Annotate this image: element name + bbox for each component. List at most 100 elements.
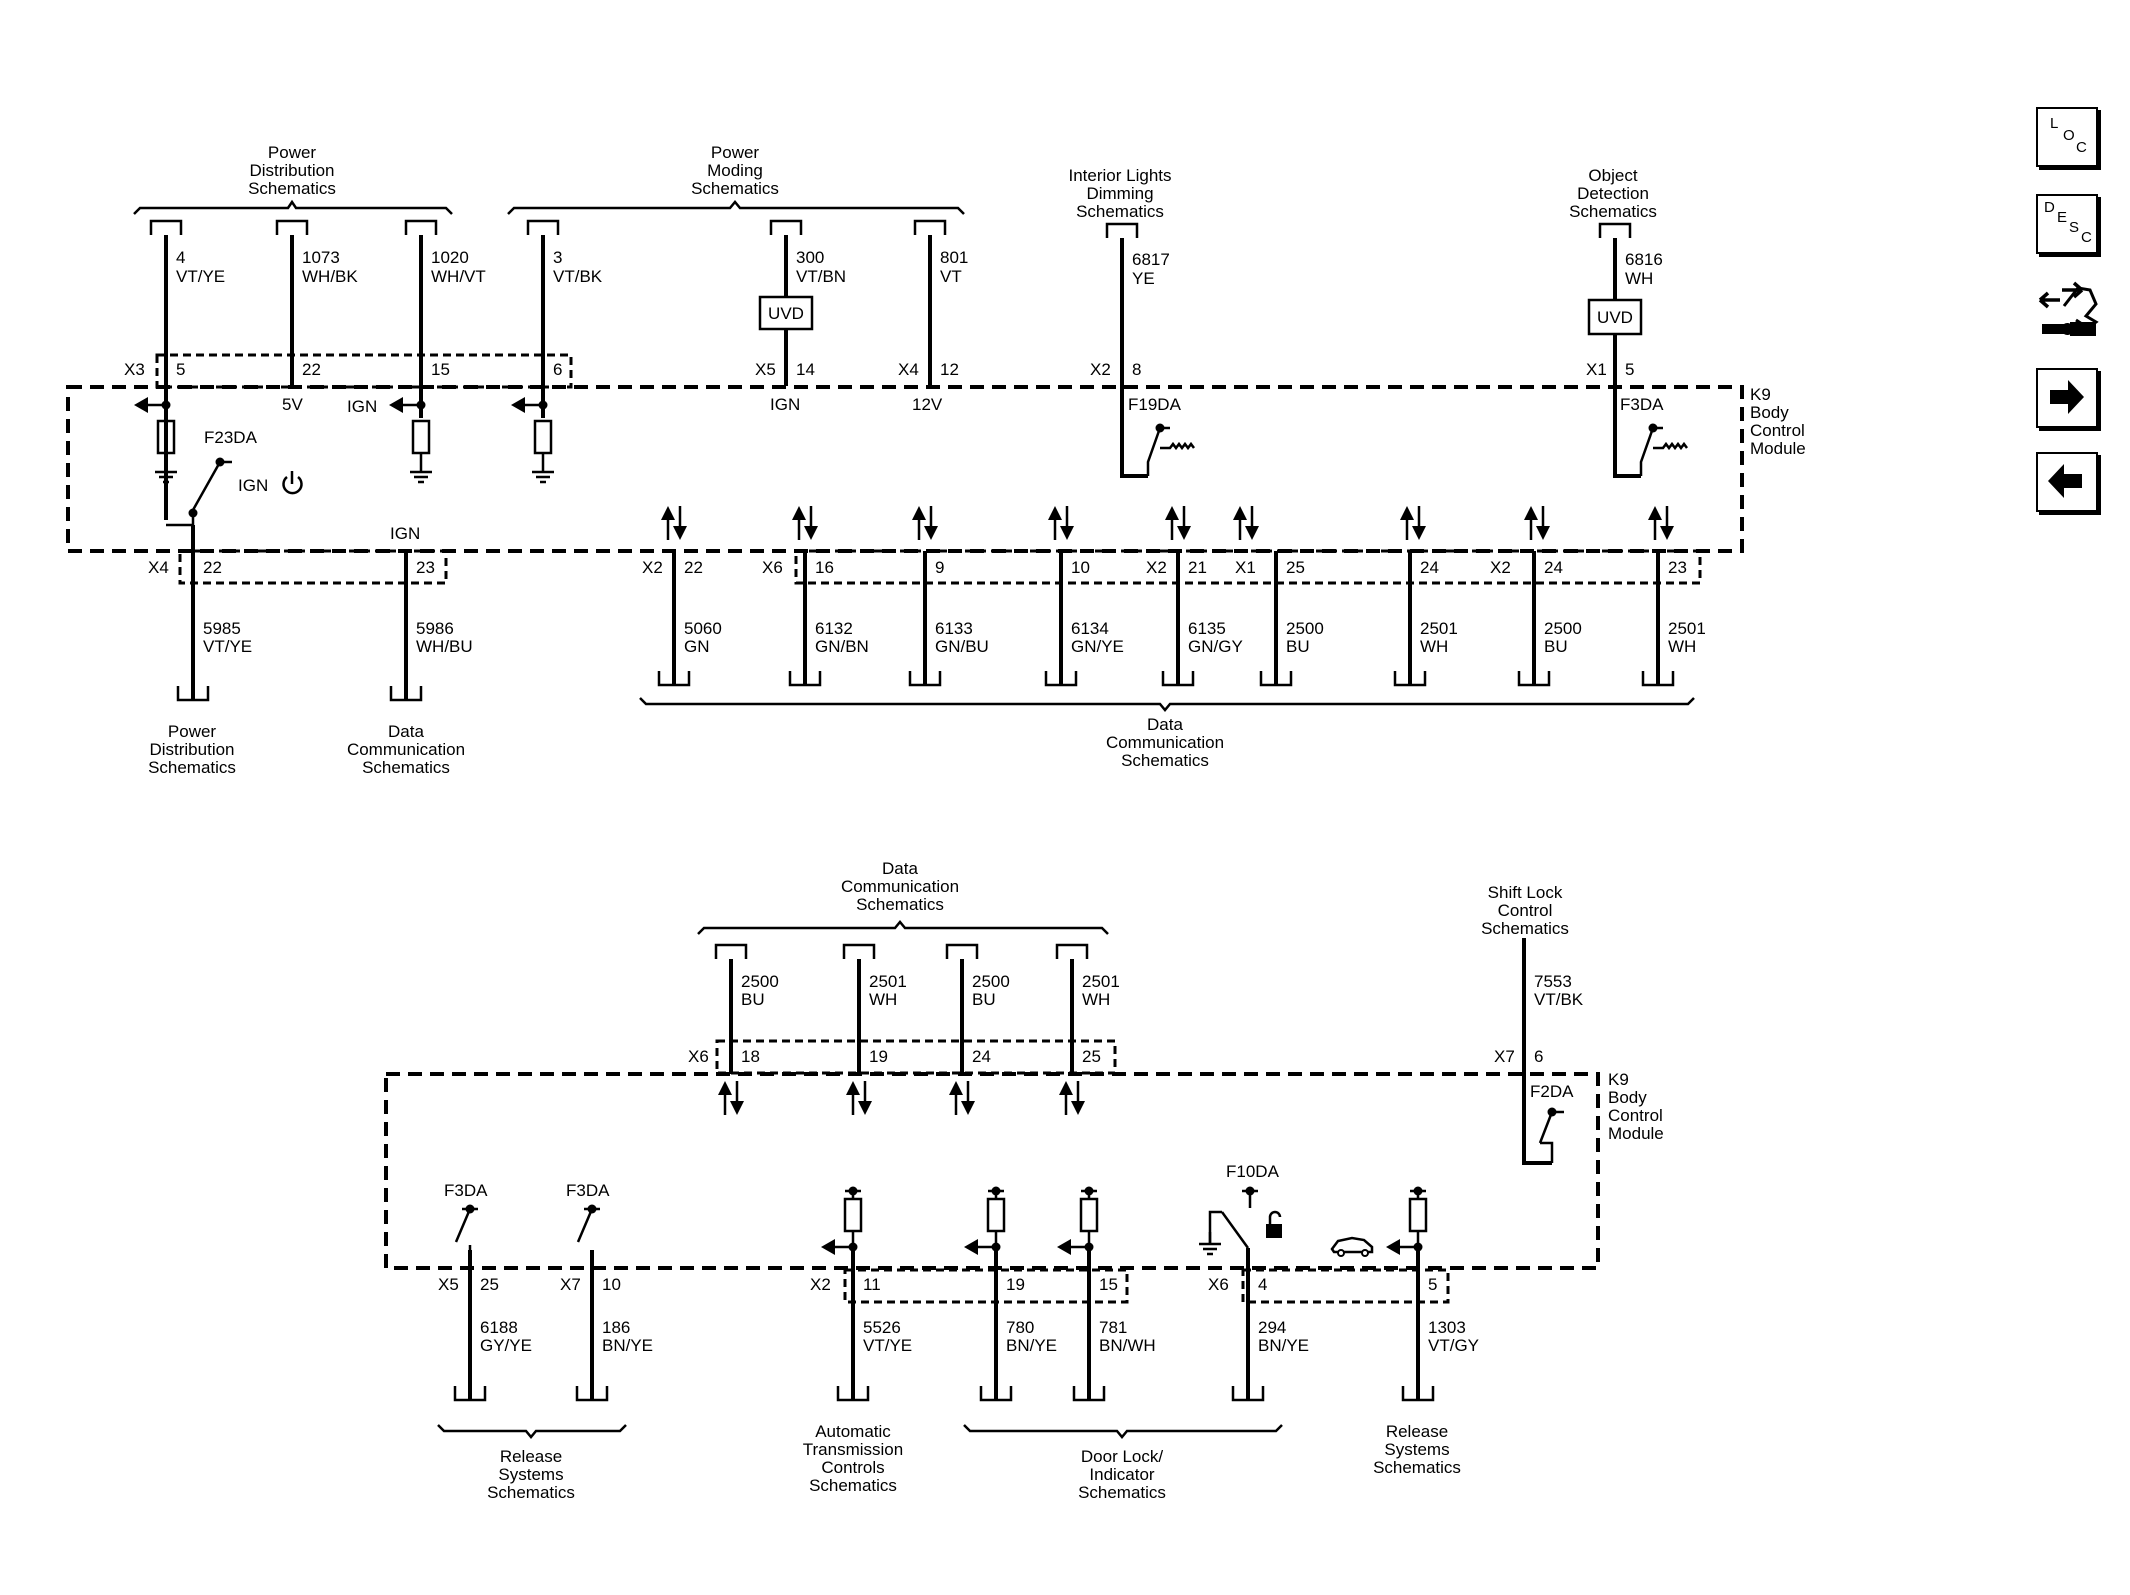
connector-x6-4-bottom bbox=[1241, 1268, 1450, 1304]
label-object-detection: Object Detection Schematics bbox=[1569, 166, 1657, 221]
wave-icon bbox=[1653, 441, 1688, 451]
desc-letter-d: D bbox=[2044, 199, 2055, 216]
svg-text:GN/BU: GN/BU bbox=[935, 637, 989, 656]
svg-text:Data: Data bbox=[882, 859, 918, 878]
dimming-wave-icon bbox=[1160, 441, 1195, 451]
svg-text:F3DA: F3DA bbox=[444, 1181, 488, 1200]
svg-text:VT/BK: VT/BK bbox=[1534, 990, 1584, 1009]
svg-text:WH: WH bbox=[1420, 637, 1448, 656]
svg-text:14: 14 bbox=[796, 360, 815, 379]
svg-text:X1: X1 bbox=[1586, 360, 1607, 379]
wire-6135: X2 21 6135 GN/GY bbox=[1146, 551, 1243, 687]
svg-text:6133: 6133 bbox=[935, 619, 973, 638]
svg-text:Systems: Systems bbox=[1384, 1440, 1449, 1459]
svg-text:Schematics: Schematics bbox=[148, 758, 236, 777]
connector-x2-bottom bbox=[843, 1268, 1129, 1304]
svg-text:X2: X2 bbox=[1490, 558, 1511, 577]
svg-text:7553: 7553 bbox=[1534, 972, 1572, 991]
svg-text:Schematics: Schematics bbox=[1078, 1483, 1166, 1502]
svg-text:Controls: Controls bbox=[821, 1458, 884, 1477]
svg-text:X4: X4 bbox=[898, 360, 919, 379]
svg-text:Release: Release bbox=[1386, 1422, 1448, 1441]
trunk-release-car-icon bbox=[1330, 1236, 1374, 1257]
svg-text:F10DA: F10DA bbox=[1226, 1162, 1280, 1181]
svg-text:6817: 6817 bbox=[1132, 250, 1170, 269]
svg-text:X7: X7 bbox=[560, 1275, 581, 1294]
previous-button[interactable] bbox=[2036, 452, 2098, 512]
svg-text:2501: 2501 bbox=[1420, 619, 1458, 638]
svg-text:Module: Module bbox=[1608, 1124, 1664, 1143]
svg-text:Schematics: Schematics bbox=[1121, 751, 1209, 770]
svg-text:VT: VT bbox=[940, 267, 962, 286]
svg-text:Control: Control bbox=[1750, 421, 1805, 440]
svg-text:WH/BU: WH/BU bbox=[416, 637, 473, 656]
svg-text:Dimming: Dimming bbox=[1086, 184, 1153, 203]
svg-text:300: 300 bbox=[796, 248, 824, 267]
svg-text:4: 4 bbox=[176, 248, 185, 267]
wire-7553: 7553 VT/BK X7 6 F2DA bbox=[1494, 938, 1584, 1165]
svg-text:Distribution: Distribution bbox=[249, 161, 334, 180]
svg-text:Power: Power bbox=[711, 143, 760, 162]
svg-text:Schematics: Schematics bbox=[809, 1476, 897, 1495]
svg-text:VT/YE: VT/YE bbox=[863, 1336, 912, 1355]
svg-text:4: 4 bbox=[1258, 1275, 1267, 1294]
svg-text:WH: WH bbox=[1625, 269, 1653, 288]
next-button[interactable] bbox=[2036, 368, 2098, 428]
wire-5986: 23 5986 WH/BU bbox=[389, 551, 473, 702]
bidir-arrows-top bbox=[659, 504, 1676, 542]
svg-text:5: 5 bbox=[1625, 360, 1634, 379]
svg-text:BU: BU bbox=[741, 990, 765, 1009]
wire-5060: X2 22 5060 GN bbox=[642, 551, 722, 687]
svg-text:VT/YE: VT/YE bbox=[203, 637, 252, 656]
svg-text:X3: X3 bbox=[124, 360, 145, 379]
label-door-lock: Door Lock/ Indicator Schematics bbox=[1078, 1447, 1166, 1502]
label-release-systems-2: Release Systems Schematics bbox=[1373, 1422, 1461, 1477]
desc-button[interactable]: D E S C bbox=[2036, 194, 2098, 254]
svg-text:WH/VT: WH/VT bbox=[431, 267, 486, 286]
svg-text:Schematics: Schematics bbox=[691, 179, 779, 198]
svg-text:BN/WH: BN/WH bbox=[1099, 1336, 1156, 1355]
wire-2501-d: 2501 WH 25 bbox=[1055, 943, 1120, 1074]
svg-text:WH: WH bbox=[1668, 637, 1696, 656]
uvd-box-6816 bbox=[1587, 298, 1643, 336]
connector-tool-button[interactable] bbox=[2034, 276, 2104, 342]
svg-text:VT/YE: VT/YE bbox=[176, 267, 225, 286]
svg-text:VT/GY: VT/GY bbox=[1428, 1336, 1479, 1355]
wire-2501-c: 2501 WH 19 bbox=[842, 943, 907, 1074]
wire-6132: X6 16 6132 GN/BN bbox=[762, 551, 869, 687]
svg-text:BN/YE: BN/YE bbox=[1258, 1336, 1309, 1355]
svg-text:Communication: Communication bbox=[347, 740, 465, 759]
bracket-data-comm-top bbox=[639, 697, 1695, 712]
svg-text:X6: X6 bbox=[688, 1047, 709, 1066]
svg-text:F3DA: F3DA bbox=[566, 1181, 610, 1200]
wire-3: 3 VT/BK 6 bbox=[509, 219, 603, 484]
loc-button[interactable]: L O C bbox=[2036, 107, 2098, 167]
wire-1073: 1073 WH/BK 22 5V bbox=[275, 219, 358, 414]
svg-text:1073: 1073 bbox=[302, 248, 340, 267]
svg-text:5985: 5985 bbox=[203, 619, 241, 638]
svg-text:2501: 2501 bbox=[869, 972, 907, 991]
svg-text:Schematics: Schematics bbox=[1373, 1458, 1461, 1477]
svg-text:2500: 2500 bbox=[1544, 619, 1582, 638]
wire-780: 19 780 BN/YE bbox=[962, 1186, 1057, 1402]
bracket-release-1 bbox=[437, 1424, 627, 1439]
svg-text:25: 25 bbox=[480, 1275, 499, 1294]
wire-781: 15 781 BN/WH bbox=[1055, 1186, 1156, 1402]
svg-text:Transmission: Transmission bbox=[803, 1440, 903, 1459]
connector-x3-top bbox=[155, 353, 573, 389]
bidir-arrows-bottom bbox=[716, 1079, 1087, 1117]
svg-text:X4: X4 bbox=[148, 558, 169, 577]
svg-text:6188: 6188 bbox=[480, 1318, 518, 1337]
wire-186: F3DA X7 10 186 BN/YE bbox=[560, 1181, 653, 1402]
svg-text:VT/BK: VT/BK bbox=[553, 267, 603, 286]
svg-text:23: 23 bbox=[416, 558, 435, 577]
svg-text:15: 15 bbox=[1099, 1275, 1118, 1294]
arrow-left-icon bbox=[2048, 464, 2082, 498]
wire-6133: 9 6133 GN/BU bbox=[908, 551, 989, 687]
label-power-distribution-top: Power Distribution Schematics bbox=[248, 143, 336, 198]
svg-text:8: 8 bbox=[1132, 360, 1141, 379]
svg-text:BU: BU bbox=[1286, 637, 1310, 656]
svg-text:21: 21 bbox=[1188, 558, 1207, 577]
label-data-comm-bottom-header: Data Communication Schematics bbox=[841, 859, 959, 914]
svg-text:IGN: IGN bbox=[347, 397, 377, 416]
